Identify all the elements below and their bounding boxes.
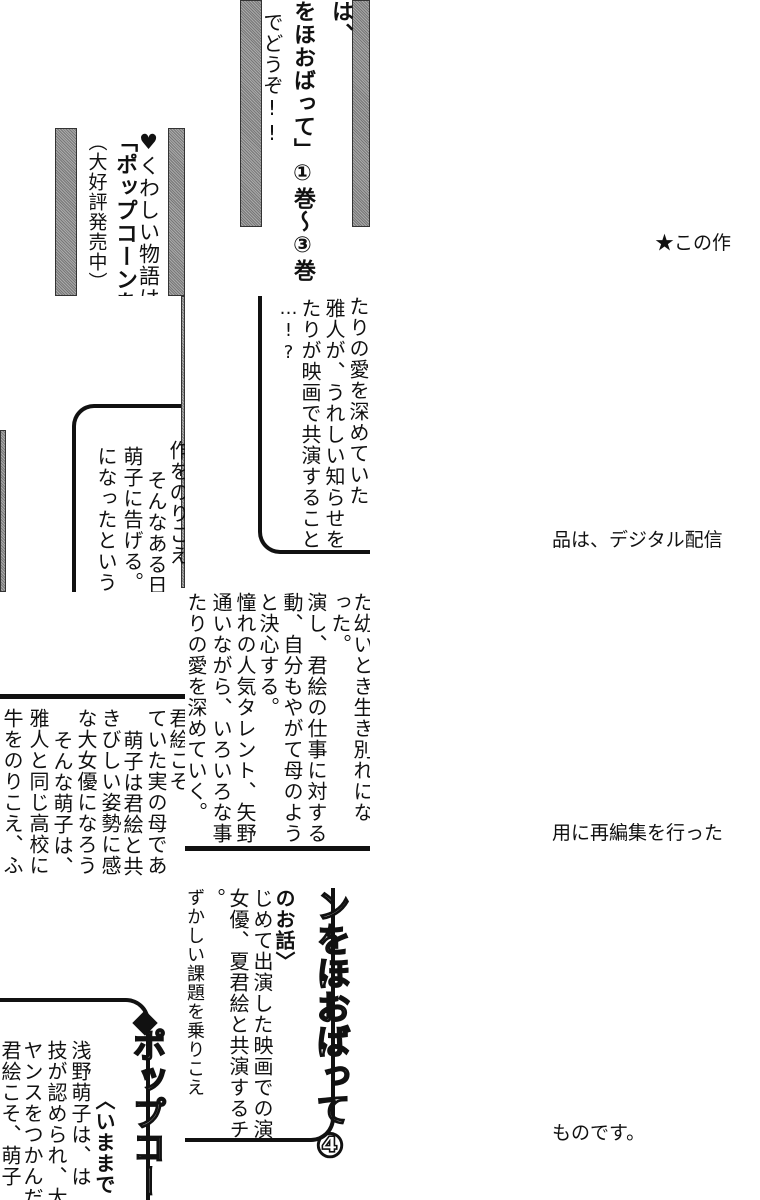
tile-story-text: 君絵こそていた実の母であ萌子は君絵と共きびしい姿勢に感な大女優になろうそんな萌子…	[0, 592, 185, 888]
vertical-text-column: 憧れの人気タレント、矢野	[233, 592, 257, 844]
title-box-border	[0, 998, 150, 1200]
title-box-border	[185, 888, 335, 1142]
vertical-text-column: ずかしい課題を乗りこえ	[185, 888, 205, 1097]
gray-border-bar	[352, 0, 370, 227]
vertical-text-column: 〈いままで	[92, 1090, 116, 1195]
tile-story-box: たりの愛を深めていた雅人が、うれしい知らせをたりが映画で共演すること…!?	[185, 296, 370, 592]
vertical-text-column: （大好評発売中）	[85, 132, 108, 292]
vertical-text-column: 演し、君絵の仕事に対する	[304, 592, 328, 844]
vertical-text-column: ポップコー	[125, 1027, 167, 1199]
vertical-text-column: たりが映画で共演すること	[298, 298, 322, 550]
vertical-text-column: 通いながら、いろいろな事	[209, 592, 233, 844]
vertical-text-column: 牛をのりこえ、ふ	[0, 708, 24, 876]
vertical-text-column: 雅人が、うれしい知らせを	[322, 298, 346, 550]
notice-line-1: ★この作	[655, 232, 732, 254]
vertical-text-column: ヤンスをつかんだ	[20, 1040, 44, 1200]
vertical-text-column: 動、自分もやがて母のよう	[280, 592, 304, 844]
vertical-text-column: 作をのりこえ	[166, 440, 185, 566]
vertical-text-column: たりの愛を深めていく。	[185, 592, 208, 823]
vertical-text-column: たりの愛を深めていた	[346, 296, 370, 506]
tile-synopsis-heading: ♥くわしい物語は「ポップコーンを（大好評発売中）	[0, 0, 185, 296]
story-box-border	[72, 404, 185, 592]
vertical-text-column: 女優、夏君絵と共演するチ	[226, 888, 250, 1140]
vertical-text-column: 浅野萌子は、は	[68, 1040, 92, 1187]
notice-line-4: ものです。	[552, 1122, 646, 1144]
vertical-text-column: 。	[202, 888, 226, 909]
vertical-text-column: 「ポップコーンを	[112, 130, 137, 296]
vertical-text-column: のお話〉	[272, 888, 296, 972]
gray-border-bar	[240, 0, 262, 227]
notice-line-3: 用に再編集を行った	[552, 822, 724, 844]
divider-line	[0, 694, 185, 699]
tile-title-box: ポップコー〈いままで浅野萌子は、は技が認められ、大ヤンスをつかんだ君絵こそ、萌子	[0, 888, 185, 1200]
vertical-text-column: になったという…	[94, 446, 118, 592]
tile-story-text: た幼いとき生き別れになった。演し、君絵の仕事に対する動、自分もやがて母のようと決…	[185, 592, 370, 888]
gray-border-bar	[0, 430, 6, 592]
divider-line	[185, 846, 370, 851]
tile-title-box: ンをほおばって④ のお話〉じめて出演した映画での演女優、夏君絵と共演するチ。ずかし…	[185, 888, 370, 1200]
vertical-text-column: きびしい姿勢に感	[98, 708, 122, 876]
vertical-text-column: な大女優になろう	[74, 708, 98, 876]
vertical-text-column: 雅人と同じ高校に	[26, 708, 50, 876]
vertical-text-column: は、	[328, 0, 353, 46]
tile-volumes-note: は、をほおばって」①巻～③巻でどうぞ!!	[185, 0, 370, 296]
vertical-text-column: 君絵こそ	[166, 708, 185, 792]
vertical-text-column: 君絵こそ、萌子	[0, 1040, 22, 1187]
notice-line-2: 品は、デジタル配信	[552, 529, 723, 551]
vertical-text-column: ンをほおばって④	[309, 888, 351, 1167]
vertical-text-column: 萌子は君絵と共	[120, 730, 144, 877]
vertical-text-column: じめて出演した映画での演	[250, 888, 274, 1140]
vertical-text-column: …!?	[278, 298, 299, 364]
vertical-text-column: そんな萌子は、	[50, 730, 74, 877]
vertical-text-column: そんなある日、	[144, 470, 168, 592]
vertical-text-column: た幼いとき生き別れにな	[350, 592, 370, 823]
story-box-border	[258, 296, 370, 554]
vertical-text-column: った。	[328, 592, 352, 655]
gray-border-bar	[55, 128, 77, 296]
vertical-text-column: ていた実の母であ	[144, 708, 168, 876]
gray-border-bar	[168, 128, 185, 296]
vertical-text-column: と決心する。	[256, 592, 280, 718]
vertical-text-column: でどうぞ!!	[260, 12, 284, 146]
vertical-text-column: ♥くわしい物語は	[136, 130, 161, 296]
vertical-text-column: 萌子に告げる。ふ	[120, 446, 144, 592]
vertical-text-column: をほおばって」①巻～③巻	[290, 0, 315, 282]
gray-border-bar	[181, 296, 185, 588]
vertical-text-column: 技が認められ、大	[44, 1040, 68, 1200]
tile-story-box: 作をのりこえそんなある日、萌子に告げる。ふになったという…	[0, 296, 185, 592]
